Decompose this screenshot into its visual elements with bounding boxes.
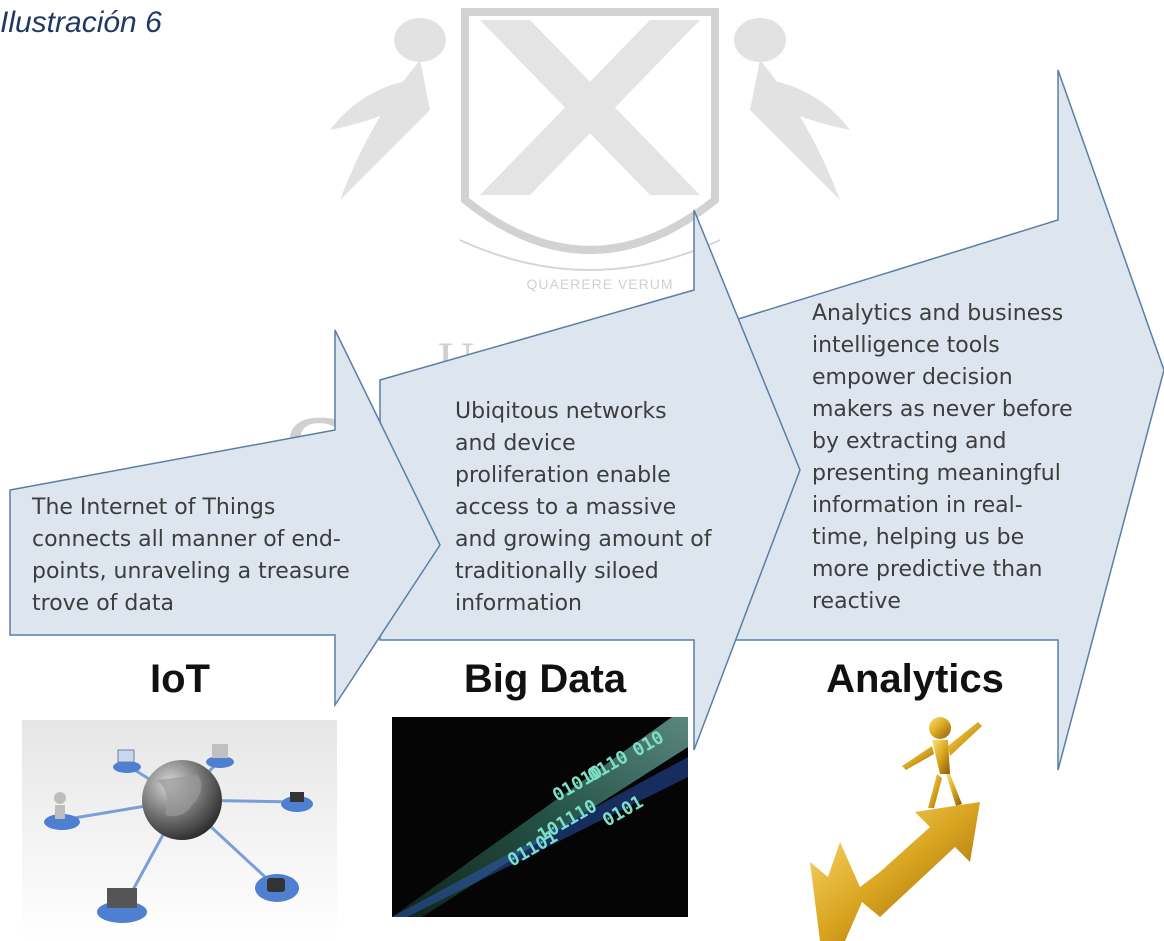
iot-label: IoT — [150, 657, 210, 701]
binary-stream-icon: 01010 0110 101110 0101 01101 010 — [392, 717, 688, 917]
big-data-label: Big Data — [463, 657, 627, 701]
big-data-description: Ubiqitous networks and device proliferat… — [455, 399, 712, 616]
big-data-arrow — [379, 209, 801, 751]
analytics-label: Analytics — [826, 657, 1004, 701]
university-crest-watermark — [330, 8, 850, 271]
figure-caption: Ilustración 6 — [0, 6, 162, 39]
analytics-description: Analytics and business intelligence tool… — [812, 301, 1073, 614]
analytics-arrow — [734, 69, 1164, 771]
iot-arrow — [9, 329, 441, 708]
rising-arrow-figure-icon — [800, 712, 1010, 941]
iot-description: The Internet of Things connects all mann… — [32, 495, 350, 616]
network-globe-icon — [22, 720, 337, 941]
